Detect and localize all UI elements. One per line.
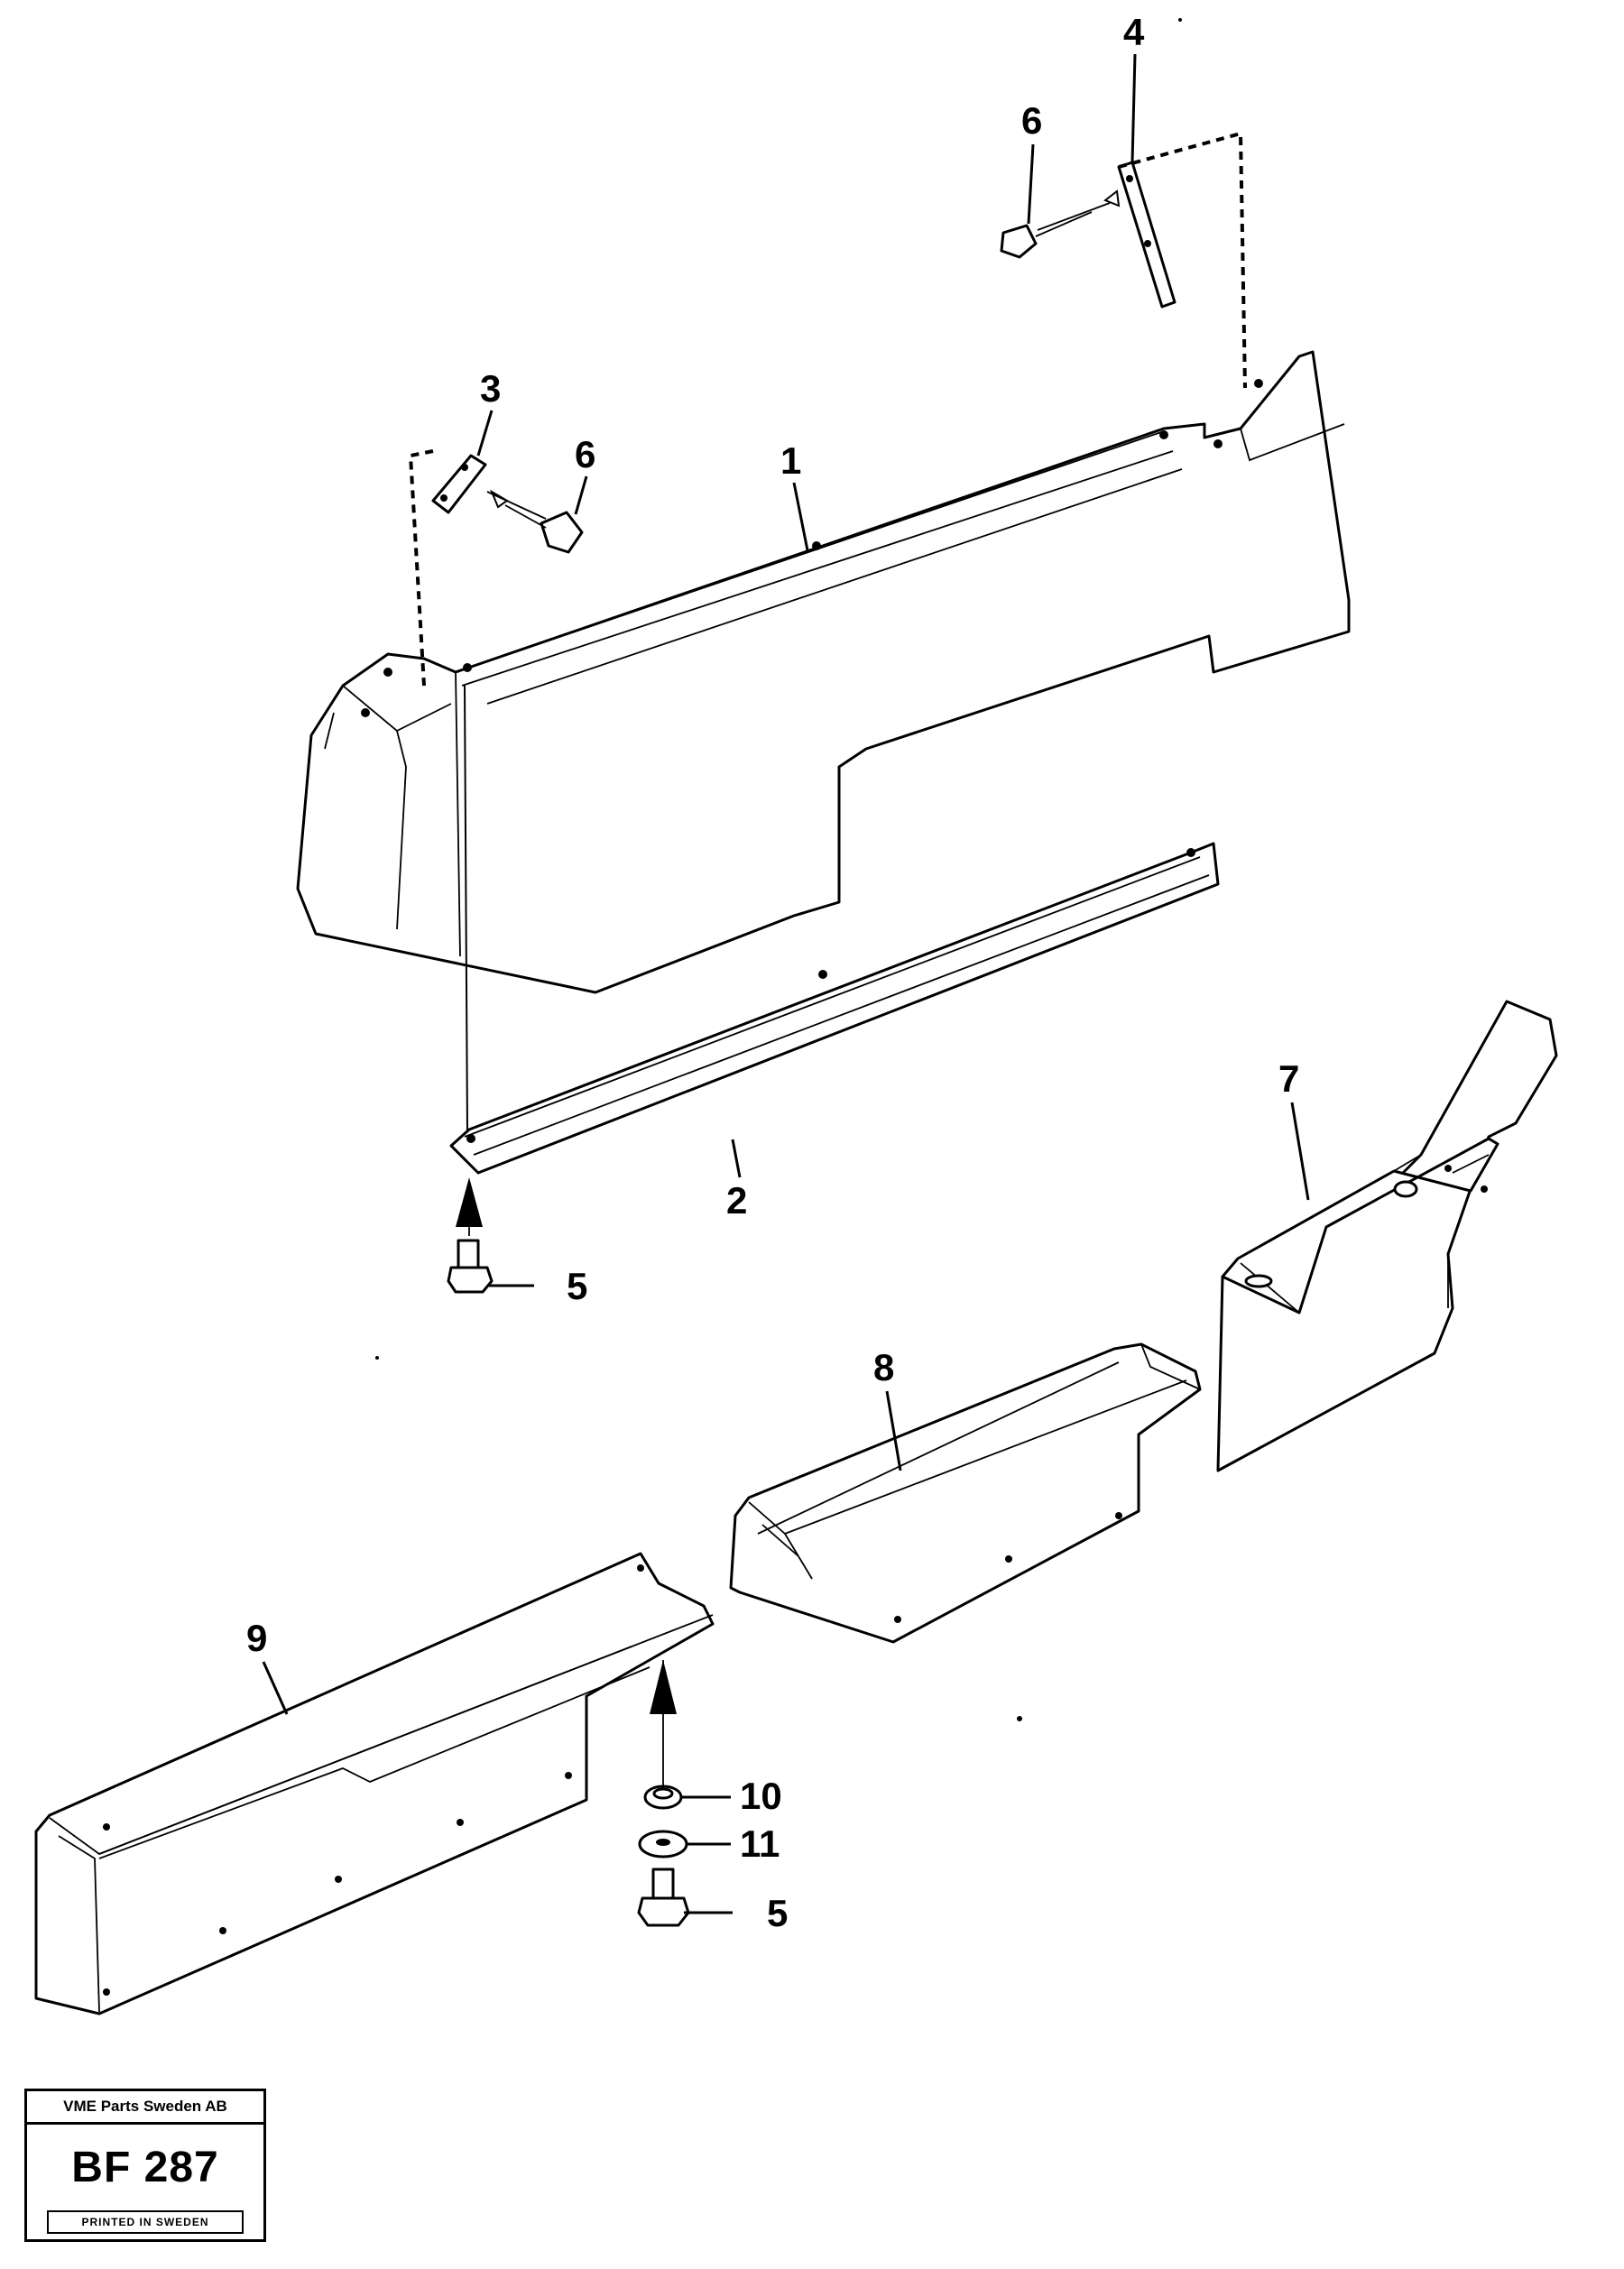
speckle-dot: [375, 1356, 379, 1360]
title-block: VME Parts Sweden AB BF 287 PRINTED IN SW…: [24, 2089, 266, 2242]
svg-text:5: 5: [767, 1892, 788, 1934]
callout-1: 1: [780, 439, 809, 551]
callout-2: 2: [726, 1139, 747, 1222]
fastener-stack: [637, 1660, 690, 1927]
part-2-bottom-strip: [449, 842, 1220, 1175]
callout-9: 9: [246, 1617, 289, 1715]
callout-6-left: 6: [574, 433, 595, 515]
svg-text:6: 6: [1021, 99, 1042, 142]
svg-text:10: 10: [740, 1775, 782, 1817]
company-name: VME Parts Sweden AB: [27, 2091, 263, 2125]
svg-text:9: 9: [246, 1617, 267, 1659]
drawing-code: BF 287: [71, 2144, 219, 2191]
part-3-bracket: [431, 454, 487, 514]
callout-11: 11: [687, 1822, 780, 1865]
alignment-line-part2: [464, 685, 468, 1133]
alignment-dash-right: [1118, 131, 1247, 389]
callout-6-right: 6: [1021, 99, 1042, 225]
callout-5-lower: 5: [684, 1892, 788, 1934]
callout-3: 3: [476, 367, 501, 457]
part-1-side-panel: [296, 350, 1351, 994]
part-6-screw-right: [1000, 189, 1121, 259]
svg-text:6: 6: [575, 433, 595, 475]
print-origin: PRINTED IN SWEDEN: [47, 2210, 244, 2234]
svg-text:7: 7: [1278, 1057, 1299, 1100]
svg-text:11: 11: [740, 1822, 780, 1865]
callout-8: 8: [873, 1346, 902, 1471]
svg-text:3: 3: [480, 367, 501, 410]
svg-text:2: 2: [726, 1179, 747, 1222]
callout-10: 10: [682, 1775, 782, 1817]
alignment-dash-left: [408, 449, 434, 687]
svg-text:1: 1: [780, 439, 801, 482]
speckle-dot: [1017, 1716, 1022, 1721]
part-4-bracket: [1117, 161, 1176, 309]
part-6-screw-left: [486, 489, 584, 554]
callout-4: 4: [1123, 11, 1145, 163]
part-8-channel: [729, 1342, 1202, 1644]
part-5-bolt-left: [447, 1177, 494, 1294]
part-7-end-cap: [1216, 1000, 1558, 1472]
callout-5-upper: 5: [489, 1265, 587, 1307]
svg-text:4: 4: [1123, 11, 1145, 53]
callout-7: 7: [1278, 1057, 1310, 1201]
svg-text:8: 8: [873, 1346, 894, 1388]
part-9-long-channel: [34, 1552, 715, 2015]
speckle-dot: [1178, 18, 1182, 22]
svg-text:5: 5: [567, 1265, 587, 1307]
